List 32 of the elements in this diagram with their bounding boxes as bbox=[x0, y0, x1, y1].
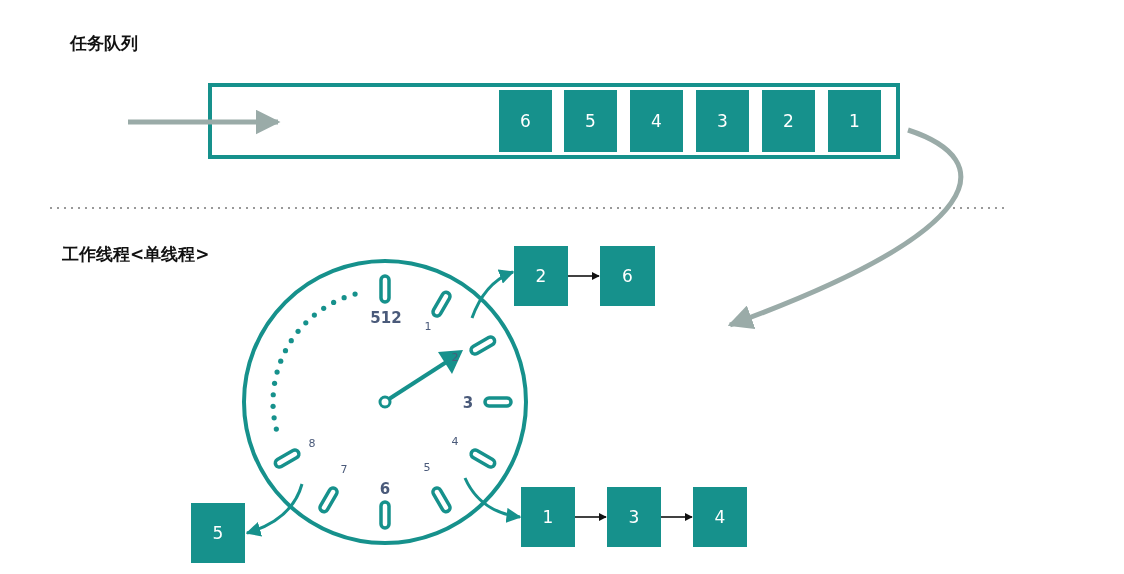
arrow bbox=[660, 513, 693, 521]
clock-number: 5 bbox=[423, 461, 431, 473]
queue-box bbox=[208, 83, 900, 159]
clock-face bbox=[242, 259, 528, 545]
arrow bbox=[567, 272, 600, 280]
arrow bbox=[727, 127, 963, 329]
clock-number: 512 bbox=[370, 310, 402, 326]
section-heading: 任务队列 bbox=[70, 32, 138, 55]
task-box: 3 bbox=[607, 487, 661, 547]
clock-number: 8 bbox=[308, 437, 316, 449]
clock-number: 1 bbox=[424, 320, 432, 332]
clock-number: 6 bbox=[379, 481, 391, 497]
task-box: 1 bbox=[521, 487, 575, 547]
clock-number: 4 bbox=[451, 435, 459, 447]
arrow bbox=[245, 483, 304, 536]
task-box: 4 bbox=[693, 487, 747, 547]
task-box: 3 bbox=[696, 90, 749, 152]
section-heading: 工作线程<单线程> bbox=[62, 243, 210, 266]
task-box: 6 bbox=[600, 246, 655, 306]
task-box: 2 bbox=[514, 246, 568, 306]
task-box: 5 bbox=[564, 90, 617, 152]
arrow bbox=[463, 477, 522, 523]
task-box: 4 bbox=[630, 90, 683, 152]
task-box: 1 bbox=[828, 90, 881, 152]
arrow bbox=[574, 513, 607, 521]
task-box: 2 bbox=[762, 90, 815, 152]
task-box: 6 bbox=[499, 90, 552, 152]
arrow bbox=[128, 109, 281, 135]
task-box: 5 bbox=[191, 503, 245, 563]
arrow bbox=[470, 270, 515, 319]
clock-number: 7 bbox=[340, 463, 348, 475]
clock-number: 3 bbox=[462, 395, 474, 411]
